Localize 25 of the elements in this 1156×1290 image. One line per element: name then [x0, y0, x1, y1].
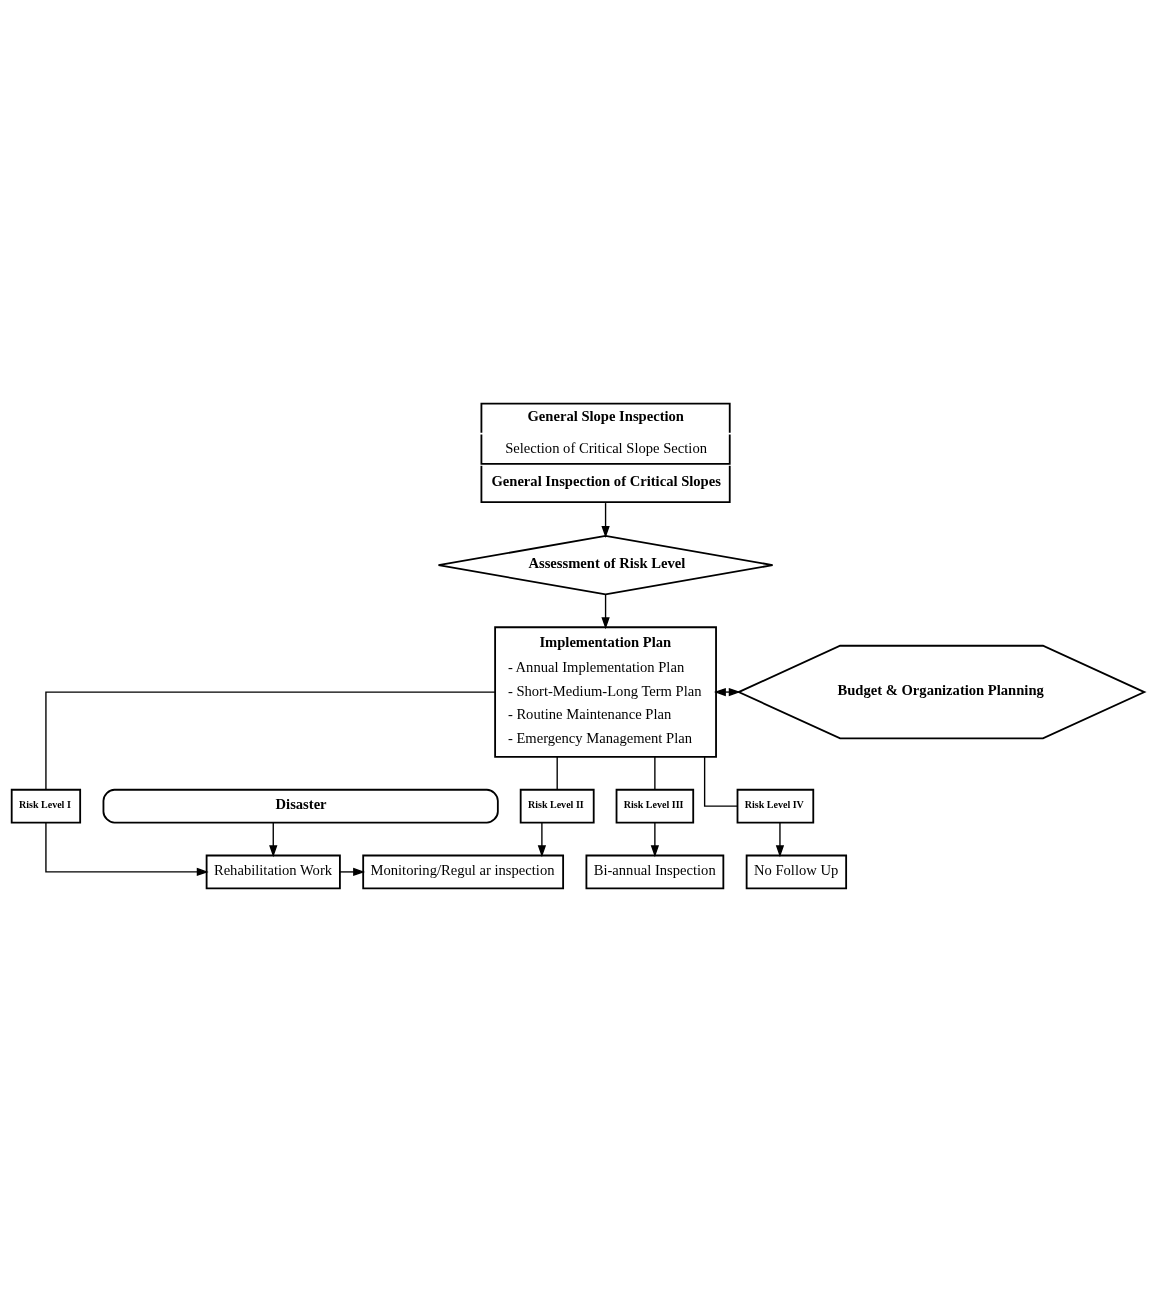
connector	[556, 755, 558, 790]
connector	[45, 690, 496, 790]
arrow	[601, 501, 610, 538]
node-box: No Follow Up	[745, 854, 848, 889]
node-box: Implementation Plan - Annual Implementation Plan - Short-Medium-Long Term Plan - Routine Maintenance Plan - Emergency Management Plan	[494, 625, 717, 758]
arrow	[775, 821, 785, 857]
arrow	[650, 821, 660, 857]
arrow	[269, 821, 278, 857]
node-text: General Slope Inspection Selection of Critical Slope Section General Inspection of Critical Slopes	[491, 407, 721, 489]
arrow	[601, 593, 610, 629]
arrow	[339, 867, 366, 876]
node-diamond: Assessment of Risk Level	[437, 534, 774, 595]
node-box: Bi-annual Inspection	[585, 854, 725, 889]
node-box: Risk Level I	[10, 788, 82, 824]
node-box: Rehabilitation Work	[205, 854, 341, 889]
connector	[654, 755, 656, 790]
connector	[703, 755, 738, 807]
node-box: Monitoring/Regul ar inspection	[362, 854, 565, 889]
node-box: Disaster	[102, 788, 499, 824]
node-box: Risk Level III	[615, 788, 695, 824]
arrow	[537, 821, 547, 857]
arrow	[45, 821, 209, 876]
arrow	[713, 687, 741, 696]
node-box: Risk Level IV	[736, 788, 815, 824]
node-box: Risk Level II	[519, 788, 595, 824]
